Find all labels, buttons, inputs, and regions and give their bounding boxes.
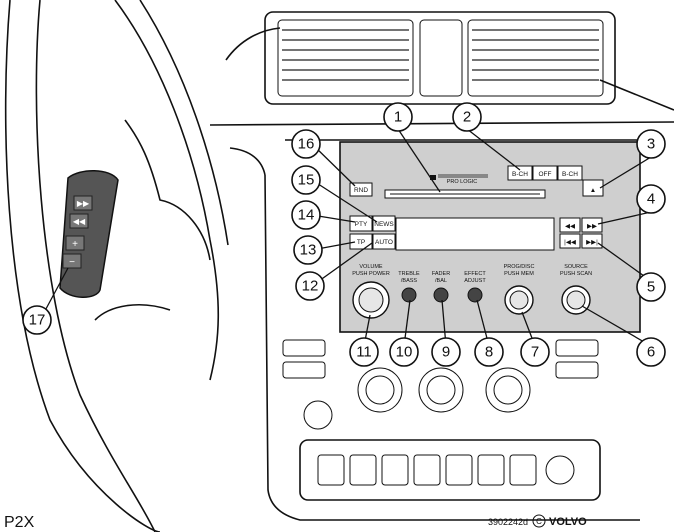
volume-label-2: PUSH POWER	[352, 271, 390, 277]
rewind-icon: ◀◀	[565, 223, 576, 230]
fader-balance-knob[interactable]	[433, 287, 449, 303]
off-label: OFF	[539, 171, 552, 178]
svg-text:5: 5	[647, 279, 655, 296]
svg-text:14: 14	[298, 207, 315, 224]
source-label-1: SOURCE	[564, 264, 588, 270]
svg-text:▶▶: ▶▶	[77, 199, 90, 208]
volume-label-1: VOLUME	[359, 264, 383, 270]
effect-label-2: ADJUST	[464, 278, 486, 284]
prev-track-button[interactable]: |◀◀	[559, 233, 581, 249]
tp-button[interactable]: TP	[349, 233, 373, 250]
callout-9: 9	[431, 337, 461, 367]
auto-button[interactable]: AUTO	[372, 233, 396, 250]
display	[395, 217, 555, 251]
source-knob[interactable]	[561, 285, 591, 315]
callout-4: 4	[636, 184, 666, 214]
callouts: 1 2 3 4 5 6 7 8 9 10 11 12 13 14 15 16 1…	[22, 102, 666, 367]
dashboard-outline	[209, 27, 674, 521]
svg-text:◀◀: ◀◀	[73, 217, 86, 226]
callout-6: 6	[636, 337, 666, 367]
next-track-button[interactable]: ▶▶|	[581, 233, 603, 249]
svg-text:9: 9	[442, 344, 450, 361]
treble-bass-knob[interactable]	[401, 287, 417, 303]
svg-text:8: 8	[485, 344, 493, 361]
rewind-button[interactable]: ◀◀	[559, 217, 581, 233]
next-track-icon: ▶▶|	[586, 239, 598, 246]
svg-text:7: 7	[531, 344, 539, 361]
svg-text:16: 16	[298, 136, 315, 153]
eject-button[interactable]: ▲	[582, 179, 604, 197]
fast-forward-icon: ▶▶	[587, 223, 598, 230]
effect-adjust-knob[interactable]	[467, 287, 483, 303]
fader-label-2: /BAL	[435, 278, 447, 284]
svg-text:3: 3	[647, 136, 655, 153]
svg-text:15: 15	[298, 172, 315, 189]
prog-label-2: PUSH MEM	[504, 271, 534, 277]
callout-2: 2	[452, 102, 482, 132]
radio-unit: PRO LOGIC B-CH OFF B-CH ▲ RND PTY NEWS T…	[339, 141, 641, 333]
bch-right-label: B-CH	[562, 171, 578, 178]
treble-label-2: /BASS	[401, 278, 418, 284]
callout-8: 8	[474, 337, 504, 367]
off-button[interactable]: OFF	[532, 165, 558, 181]
svg-text:13: 13	[300, 242, 317, 259]
svg-text:12: 12	[302, 278, 319, 295]
rnd-button[interactable]: RND	[349, 182, 373, 197]
prev-track-icon: |◀◀	[564, 239, 577, 246]
prog-disc-knob[interactable]	[504, 285, 534, 315]
tp-label: TP	[357, 239, 365, 246]
svg-text:+: +	[72, 239, 78, 250]
callout-13: 13	[293, 235, 323, 265]
callout-10: 10	[389, 337, 419, 367]
volume-knob[interactable]	[352, 281, 390, 319]
fader-label-1: FADER	[432, 271, 450, 277]
news-label: NEWS	[374, 221, 394, 228]
lower-console	[282, 339, 601, 501]
callout-7: 7	[520, 337, 550, 367]
svg-text:1: 1	[394, 109, 402, 126]
bch-left-button[interactable]: B-CH	[507, 165, 533, 181]
fast-forward-button[interactable]: ▶▶	[581, 217, 603, 233]
callout-15: 15	[291, 165, 321, 195]
callout-16: 16	[291, 129, 321, 159]
svg-text:2: 2	[463, 109, 471, 126]
svg-text:C: C	[536, 517, 542, 526]
svg-text:11: 11	[356, 344, 372, 361]
callout-1: 1	[383, 102, 413, 132]
pty-button[interactable]: PTY	[349, 215, 373, 232]
callout-11: 11	[349, 337, 379, 367]
svg-text:17: 17	[29, 312, 46, 329]
prog-label-1: PROG/DISC	[504, 264, 535, 270]
callout-5: 5	[636, 272, 666, 302]
svg-text:−: −	[69, 257, 75, 268]
image-reference: 3902242d	[488, 517, 528, 527]
air-vents	[264, 11, 616, 105]
dolby-pro-logic-label: PRO LOGIC	[447, 179, 478, 185]
rnd-label: RND	[354, 187, 368, 194]
news-button[interactable]: NEWS	[372, 215, 396, 232]
svg-text:10: 10	[396, 344, 413, 361]
steering-wheel-controls: ▶▶ ◀◀ + −	[59, 170, 119, 298]
callout-12: 12	[295, 271, 325, 301]
volvo-logo: C VOLVO	[532, 514, 587, 528]
bch-left-label: B-CH	[512, 171, 528, 178]
eject-icon: ▲	[590, 187, 596, 194]
svg-text:6: 6	[647, 344, 655, 361]
callout-3: 3	[636, 129, 666, 159]
bch-right-button[interactable]: B-CH	[557, 165, 583, 181]
brand-name: VOLVO	[549, 516, 587, 528]
pty-label: PTY	[355, 221, 368, 228]
steering-wheel	[4, 0, 229, 532]
effect-label-1: EFFECT	[464, 271, 486, 277]
callout-14: 14	[291, 200, 321, 230]
source-label-2: PUSH SCAN	[560, 271, 592, 277]
callout-17: 17	[22, 305, 52, 335]
svg-text:4: 4	[647, 191, 655, 208]
figure-code: P2X	[4, 514, 35, 531]
treble-label-1: TREBLE	[398, 271, 420, 277]
auto-label: AUTO	[375, 239, 393, 246]
